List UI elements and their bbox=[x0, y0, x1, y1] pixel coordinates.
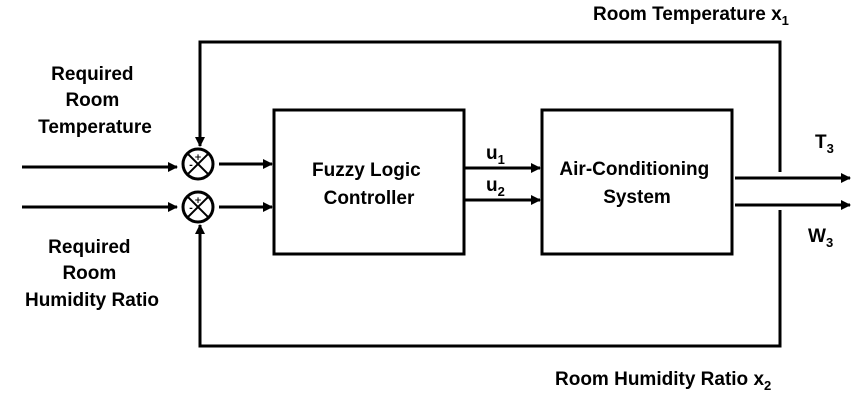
feedback-humidity-line bbox=[195, 210, 782, 348]
sum-bottom-plus-sign: + bbox=[194, 196, 202, 206]
u1-label: u1 bbox=[486, 143, 505, 167]
room-temperature-x1-label: Room Temperature x1 bbox=[593, 4, 789, 28]
room-humidity-ratio-x2-label: Room Humidity Ratio x2 bbox=[555, 369, 771, 393]
sum-top-plus-sign: + bbox=[194, 153, 202, 163]
fuzzy-logic-controller-block bbox=[272, 108, 466, 256]
plant-label: Air-Conditioning System bbox=[559, 159, 714, 208]
summing-junction-temperature: + - bbox=[181, 147, 215, 181]
air-conditioning-system-block bbox=[540, 108, 734, 256]
w3-label: W3 bbox=[808, 226, 833, 250]
sum-bottom-minus-sign: - bbox=[189, 204, 193, 214]
sum-top-minus-sign: - bbox=[189, 161, 193, 171]
controller-label: Fuzzy Logic Controller bbox=[312, 160, 426, 209]
u2-label: u2 bbox=[486, 175, 505, 199]
feedback-temperature-line bbox=[195, 40, 782, 172]
t3-label: T3 bbox=[815, 132, 834, 156]
required-room-humidity-ratio-label: Required Room Humidity Ratio bbox=[25, 237, 159, 311]
required-room-temperature-label: Required Room Temperature bbox=[38, 64, 152, 138]
summing-junction-humidity: + - bbox=[181, 190, 215, 224]
